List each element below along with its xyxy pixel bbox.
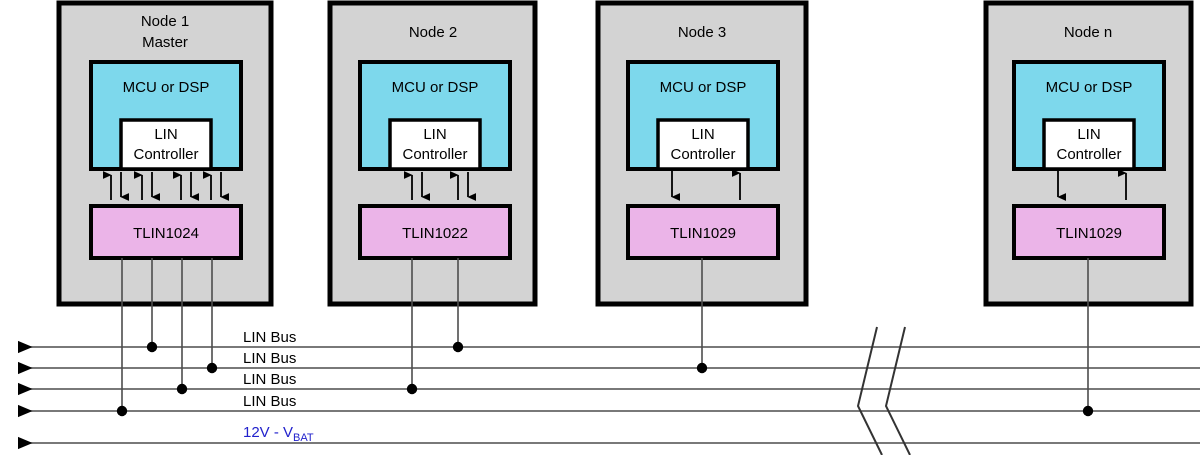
node-n-mcu-label: MCU or DSP xyxy=(1046,79,1133,96)
node-3-mcu-label: MCU or DSP xyxy=(660,79,747,96)
node-3-transceiver-label: TLIN1029 xyxy=(670,225,736,242)
junction-dot xyxy=(696,362,708,374)
node-3-title-line1: Node 3 xyxy=(678,24,726,41)
bus-break-zigzag-icon xyxy=(856,326,883,455)
bus-label-3: LIN Bus xyxy=(243,371,296,388)
node-2-lin-controller-label-line2: Controller xyxy=(402,146,467,163)
node-n-bus-drops xyxy=(1082,258,1094,417)
node-1-transceiver-label: TLIN1024 xyxy=(133,225,199,242)
node-2-signal-arrows xyxy=(404,171,476,201)
node-2-lin-controller-block[interactable] xyxy=(388,118,482,171)
junction-dot xyxy=(1082,405,1094,417)
node-1-transceiver-block[interactable] xyxy=(89,204,243,260)
node-1-lin-controller-block[interactable] xyxy=(119,118,213,171)
node-3-transceiver-block[interactable] xyxy=(626,204,780,260)
node-3-bus-drops xyxy=(696,258,708,374)
junction-dot xyxy=(406,383,418,395)
node-n-lin-controller-label-line1: LIN xyxy=(1077,126,1100,143)
bus-label-4: LIN Bus xyxy=(243,393,296,410)
node-1-title-line2: Master xyxy=(142,34,188,51)
bus-labels-group: LIN Bus LIN Bus LIN Bus LIN Bus 12V - VB… xyxy=(243,329,314,444)
junction-dot xyxy=(146,341,158,353)
node-3-lin-controller-label-line1: LIN xyxy=(691,126,714,143)
junction-dot xyxy=(206,362,218,374)
bus-label-power: 12V - VBAT xyxy=(243,424,314,444)
node-1-mcu-label: MCU or DSP xyxy=(123,79,210,96)
node-n-transceiver-block[interactable] xyxy=(1012,204,1166,260)
node-3-lin-controller-block[interactable] xyxy=(656,118,750,171)
node-1-group[interactable]: Node 1 Master MCU or DSP LIN Controller … xyxy=(56,0,274,417)
node-2-bus-drops xyxy=(406,258,464,395)
node-3-lin-controller-label-line2: Controller xyxy=(670,146,735,163)
bus-lines-group xyxy=(18,340,1200,450)
node-n-transceiver-label: TLIN1029 xyxy=(1056,225,1122,242)
node-n-lin-controller-block[interactable] xyxy=(1042,118,1136,171)
vbat-subscript: BAT xyxy=(293,432,314,444)
vbat-main: 12V - V xyxy=(243,424,293,441)
node-n-title-line1: Node n xyxy=(1064,24,1112,41)
node-1-bus-drops xyxy=(116,258,218,417)
node-n-group[interactable]: Node n MCU or DSP LIN Controller TLIN102… xyxy=(983,0,1194,417)
node-2-lin-controller-label-line1: LIN xyxy=(423,126,446,143)
bus-label-2: LIN Bus xyxy=(243,350,296,367)
node-n-signal-arrows xyxy=(1057,169,1127,201)
node-2-group[interactable]: Node 2 MCU or DSP LIN Controller TLIN102… xyxy=(327,0,538,395)
bus-break-zigzag-group xyxy=(856,326,911,455)
node-2-title-line1: Node 2 xyxy=(409,24,457,41)
junction-dot xyxy=(176,383,188,395)
node-2-transceiver-block[interactable] xyxy=(358,204,512,260)
node-1-signal-arrows xyxy=(103,171,229,201)
bus-break-zigzag-icon xyxy=(884,326,911,455)
bus-label-1: LIN Bus xyxy=(243,329,296,346)
node-1-lin-controller-label-line1: LIN xyxy=(154,126,177,143)
node-2-mcu-label: MCU or DSP xyxy=(392,79,479,96)
node-3-signal-arrows xyxy=(671,169,741,201)
junction-dot xyxy=(116,405,128,417)
node-2-transceiver-label: TLIN1022 xyxy=(402,225,468,242)
node-1-title-line1: Node 1 xyxy=(141,13,189,30)
node-n-lin-controller-label-line2: Controller xyxy=(1056,146,1121,163)
node-3-group[interactable]: Node 3 MCU or DSP LIN Controller TLIN102… xyxy=(595,0,809,374)
node-1-lin-controller-label-line2: Controller xyxy=(133,146,198,163)
junction-dot xyxy=(452,341,464,353)
